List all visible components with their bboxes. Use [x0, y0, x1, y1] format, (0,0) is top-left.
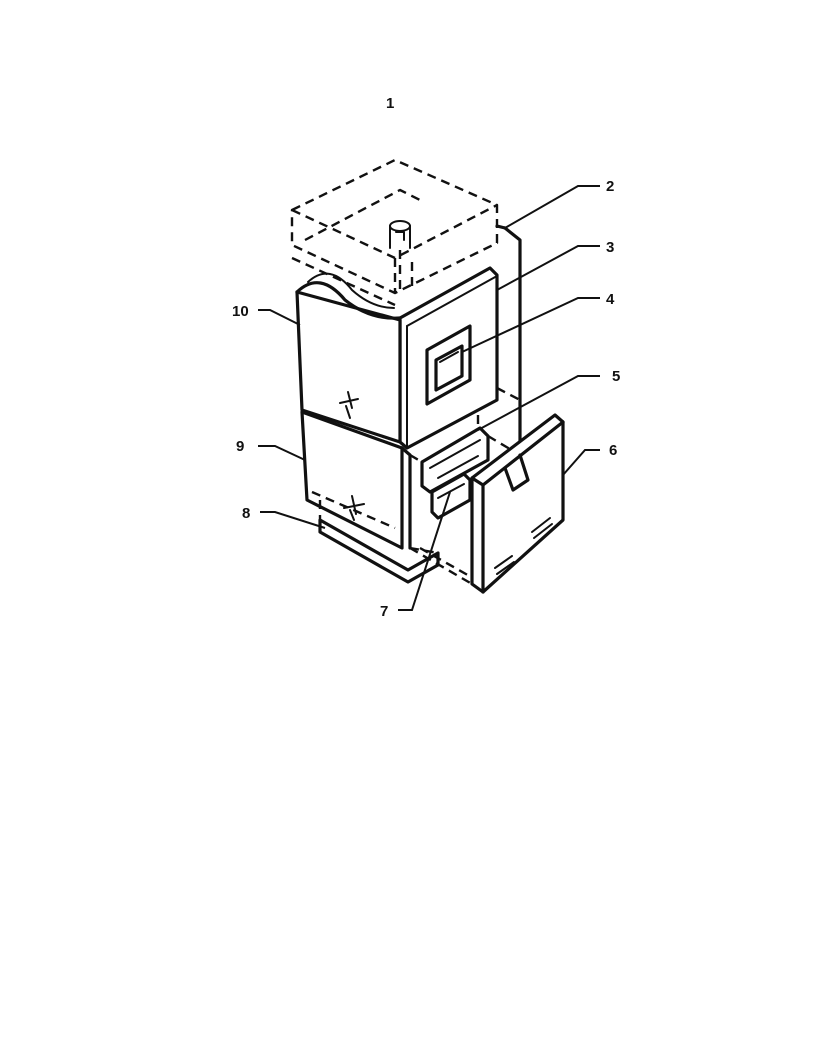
callout-8: 8	[242, 505, 250, 522]
callout-5: 5	[612, 368, 620, 385]
top-cover-part	[290, 158, 499, 307]
callout-10: 10	[232, 303, 249, 320]
callout-7: 7	[380, 603, 388, 620]
slide-drawer-part	[409, 426, 521, 494]
callout-1: 1	[386, 95, 394, 112]
callout-labels: 1 2 3 4 5 6 7 8 9 10	[232, 95, 620, 620]
callout-2: 2	[606, 178, 614, 195]
inner-drawer-part	[430, 472, 472, 520]
upper-side-panel-part	[295, 272, 402, 444]
control-window-part	[425, 324, 472, 406]
callout-6: 6	[609, 442, 617, 459]
callout-9: 9	[236, 438, 244, 455]
leader-lines	[258, 185, 600, 611]
callout-4: 4	[606, 291, 615, 308]
front-door-part	[409, 413, 565, 594]
callout-3: 3	[606, 239, 614, 256]
